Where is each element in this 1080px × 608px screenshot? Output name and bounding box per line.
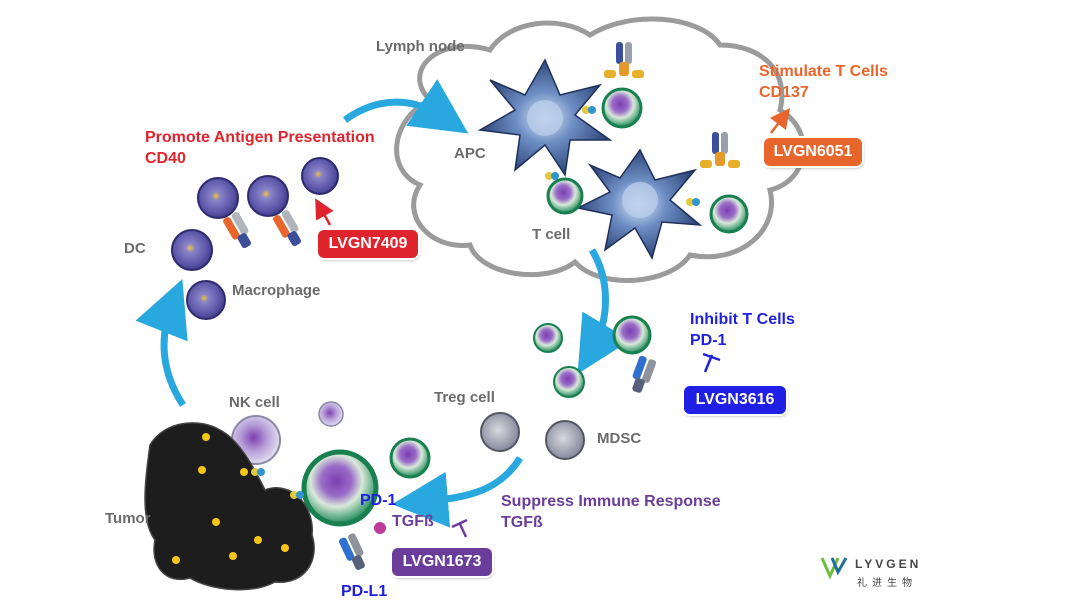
dc-cell-2 <box>247 175 289 217</box>
arrow-dc-to-lymph <box>342 79 469 134</box>
synapse-marker-3 <box>686 198 700 206</box>
mdsc-label: MDSC <box>597 430 642 447</box>
treg-cell-label: Treg cell <box>434 389 495 406</box>
nk-cell-label: NK cell <box>229 394 280 411</box>
t-cell-peripheral-2 <box>612 315 652 355</box>
antibody-cd40-1 <box>223 212 252 249</box>
promote-mechanism: Promote Antigen Presentation CD40 <box>145 127 375 169</box>
arrow-tumor-to-dc <box>135 278 188 407</box>
t-cell-peripheral-4 <box>389 437 431 479</box>
lymph-node-label: Lymph node <box>376 38 465 55</box>
antibody-pd1 <box>632 355 657 393</box>
pd1-label: PD-1 <box>360 492 397 509</box>
suppress-target: TGFß <box>501 514 543 531</box>
inhibit-symbol-tgfb <box>451 518 468 538</box>
drug-lvgn3616: LVGN3616 <box>684 386 786 414</box>
drug-lvgn1673: LVGN1673 <box>392 548 492 576</box>
antibody-cd40-2 <box>273 210 302 247</box>
apc-label: APC <box>454 145 486 162</box>
dc-cell-3 <box>301 157 339 195</box>
synapse-marker-2 <box>545 172 559 180</box>
treg-cell <box>480 412 520 452</box>
lyvgen-logo-mark <box>820 557 848 580</box>
arrow-lvgn7409 <box>315 198 334 226</box>
stimulate-target: CD137 <box>759 84 809 101</box>
synapse-marker-tumor-1 <box>251 468 265 476</box>
promote-target: CD40 <box>145 150 186 167</box>
t-cell-peripheral-3 <box>553 366 585 398</box>
dc-label: DC <box>124 240 146 257</box>
drug-lvgn7409: LVGN7409 <box>318 230 418 258</box>
inhibit-title: Inhibit T Cells <box>690 311 795 328</box>
tgfb-molecule <box>372 520 388 536</box>
stimulate-title: Stimulate T Cells <box>759 63 888 80</box>
dc-cell-1 <box>197 177 239 219</box>
tumor-label: Tumor <box>105 510 151 527</box>
effector-t-cell <box>301 449 379 527</box>
tumor-stars <box>172 433 289 564</box>
inhibit-symbol-pd1 <box>702 352 721 373</box>
apc-cell-1 <box>477 58 613 178</box>
antibody-cd137-2 <box>700 132 740 168</box>
synapse-marker-1 <box>582 106 596 114</box>
tumor-mass <box>144 422 315 591</box>
arrow-suppress-to-tumor <box>392 456 523 528</box>
t-cell-label: T cell <box>532 226 571 243</box>
stimulate-mechanism: Stimulate T Cells CD137 <box>759 61 888 103</box>
t-cell-lymph-2 <box>546 177 584 215</box>
promote-title: Promote Antigen Presentation <box>145 129 375 146</box>
mdsc-cell <box>545 420 585 460</box>
synapse-marker-tumor-2 <box>290 491 304 499</box>
antibody-pdl1 <box>338 533 365 570</box>
macrophage-label: Macrophage <box>232 282 321 299</box>
inhibit-mechanism: Inhibit T Cells PD-1 <box>690 309 795 351</box>
drug-lvgn6051: LVGN6051 <box>764 138 862 166</box>
t-cell-peripheral-1 <box>533 323 563 353</box>
suppress-title: Suppress Immune Response <box>501 493 721 510</box>
logo-chinese: 礼进生物 <box>857 578 917 589</box>
small-cell-top <box>318 401 344 427</box>
tgfb-label: TGFß <box>392 513 434 530</box>
t-cell-lymph-1 <box>601 87 643 129</box>
arrow-lymph-to-periphery <box>577 248 631 375</box>
logo-name: LYVGEN <box>855 557 922 571</box>
apc-cell-2 <box>575 148 703 260</box>
macrophage-cell <box>186 280 226 320</box>
suppress-mechanism: Suppress Immune Response TGFß <box>501 491 721 533</box>
t-cell-lymph-3 <box>709 194 749 234</box>
dc-cell-4 <box>171 229 213 271</box>
arrow-lvgn6051 <box>769 108 791 134</box>
pdl1-label: PD-L1 <box>341 583 388 600</box>
inhibit-target: PD-1 <box>690 332 727 349</box>
antibody-cd137-1 <box>604 42 644 78</box>
